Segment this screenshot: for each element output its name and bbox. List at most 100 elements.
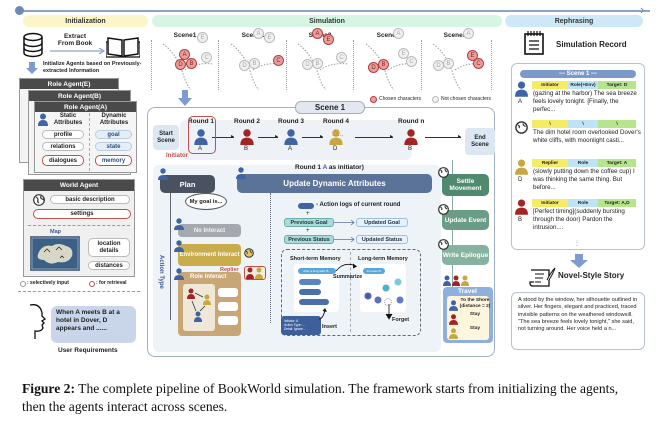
stm-chip: After a long wait, B...	[298, 268, 336, 274]
globe-icon	[438, 204, 449, 215]
globe-icon	[438, 167, 449, 178]
legend-retrieval-marker	[89, 281, 95, 287]
action-log-chip	[298, 203, 314, 209]
round-label: Round 4	[323, 118, 349, 125]
globe-icon	[33, 194, 45, 206]
round-label: Round 1	[188, 118, 214, 125]
record-agent-name: A	[518, 99, 523, 105]
character-a: A	[179, 49, 190, 60]
record-tag: Target: A,D	[598, 199, 636, 207]
previous-status: Previous Status	[284, 235, 334, 244]
character-c: C	[336, 52, 347, 63]
forget-arrow	[385, 304, 393, 320]
round-agent-name: A	[288, 146, 293, 152]
legend-chosen-marker	[370, 96, 377, 103]
summarize-arrow	[335, 263, 357, 272]
record-tag: Initiator	[532, 81, 568, 89]
action-log-card: Initiator: A Action Type: ... Detail: Ig…	[281, 316, 321, 335]
scene-divider	[491, 40, 492, 90]
simulation-record-panel	[511, 63, 645, 250]
settle-movement-step: Settle Movement	[442, 174, 489, 196]
legend-selective-marker	[20, 281, 26, 287]
legend-not-chosen-label: Not chosen characters	[441, 96, 492, 102]
user-requirements-label: User Requirements	[58, 347, 118, 354]
globe-icon	[438, 239, 449, 250]
character-b: B	[249, 58, 260, 69]
scene-boundary-lines	[230, 43, 282, 90]
plus-sign: +	[306, 228, 310, 234]
attr-relations: relations	[42, 142, 84, 151]
person-icon	[174, 268, 184, 280]
plus-sign: +	[306, 211, 310, 217]
person-icon	[236, 167, 246, 179]
simulation-record-title: Simulation Record	[556, 40, 627, 49]
memory-panel	[281, 249, 421, 336]
legend-not-chosen-marker	[432, 96, 439, 103]
character-e: E	[467, 50, 478, 61]
novel-story-text: A stood by the window, her silhouette ou…	[511, 292, 645, 350]
memory-clusters	[364, 278, 404, 306]
rounds-ellipsis: ......	[332, 131, 344, 138]
round-agent-name: B	[244, 146, 249, 152]
attr-divider	[89, 113, 90, 171]
down-arrow-icon	[178, 90, 192, 106]
scene-boundary-lines	[432, 43, 484, 90]
record-tag: Replier	[532, 159, 568, 167]
agent-interaction-graph	[187, 288, 211, 322]
insert-label: Insert	[322, 324, 337, 330]
character-e: E	[197, 32, 208, 43]
goal-thought-bubble: My goal is...	[185, 193, 227, 210]
notepad-icon	[524, 31, 544, 55]
round1-label: Round 1	[295, 164, 321, 171]
record-agent-icon	[515, 159, 528, 180]
globe-icon	[244, 248, 254, 258]
down-arrow-icon	[26, 62, 38, 74]
character-c: C	[201, 52, 212, 63]
novel-story-title: Novel-Style Story	[558, 271, 625, 280]
phase-rephrasing: Rephrasing	[505, 15, 643, 27]
scene-label: Scene4	[376, 32, 400, 39]
record-entry-text: The dim hotel room overlooked Dover's wh…	[533, 129, 641, 144]
replier-agents-icon	[246, 267, 263, 279]
settings: settings	[33, 209, 131, 219]
figure-caption: Figure 2: The complete pipeline of BookW…	[22, 380, 642, 416]
record-entry-text: (gazing at the harbor) The sea breeze fe…	[533, 90, 637, 113]
replier-label: Replier	[220, 267, 239, 273]
user-requirement-bubble: When A meets B at a hotel in Dover, D ap…	[51, 306, 136, 343]
globe-icon	[515, 121, 528, 134]
record-entry-text: [Perfect timing](suddenly bursting throu…	[533, 208, 625, 231]
memory-divider	[350, 252, 351, 332]
stm-log-chip	[299, 299, 329, 305]
round-arrow	[258, 137, 278, 138]
attr-dialogues: dialogues	[42, 155, 84, 166]
attr-goal: goal	[95, 130, 132, 139]
forget-label: Forget	[392, 317, 410, 323]
record-agent-icon	[515, 81, 528, 102]
write-epilogue-step: Write Epilogue	[442, 245, 489, 265]
updated-status: Updated Status	[356, 235, 408, 244]
record-tag: \	[568, 120, 598, 128]
character-a: A	[312, 28, 323, 39]
no-interact-option: No Interact	[178, 224, 241, 237]
updated-goal: Updated Goal	[356, 218, 408, 227]
person-icon	[449, 300, 458, 311]
arrow-head-icon: ▸	[458, 134, 462, 140]
person-icon	[158, 168, 168, 180]
person-icon	[449, 328, 458, 339]
start-scene: Start Scene	[153, 125, 179, 150]
short-term-memory-label: Short-term Memory	[290, 256, 341, 262]
person-icon	[174, 240, 184, 252]
round1-agent: A	[322, 164, 328, 171]
person-icon	[284, 129, 298, 145]
attr-profile: profile	[42, 130, 84, 139]
phase-simulation: Simulation	[152, 15, 502, 27]
record-tag: Role	[568, 199, 598, 207]
record-tag: \	[532, 120, 568, 128]
record-agent-icon	[515, 199, 528, 220]
person-icon	[194, 129, 208, 145]
map-label: Map	[50, 229, 61, 235]
round1-header: Round 1 A as initiator)	[295, 164, 364, 171]
action-logs-label: - Action logs of current round	[316, 202, 401, 208]
round-arrow	[355, 137, 393, 138]
dialogue-bubble	[218, 302, 238, 311]
